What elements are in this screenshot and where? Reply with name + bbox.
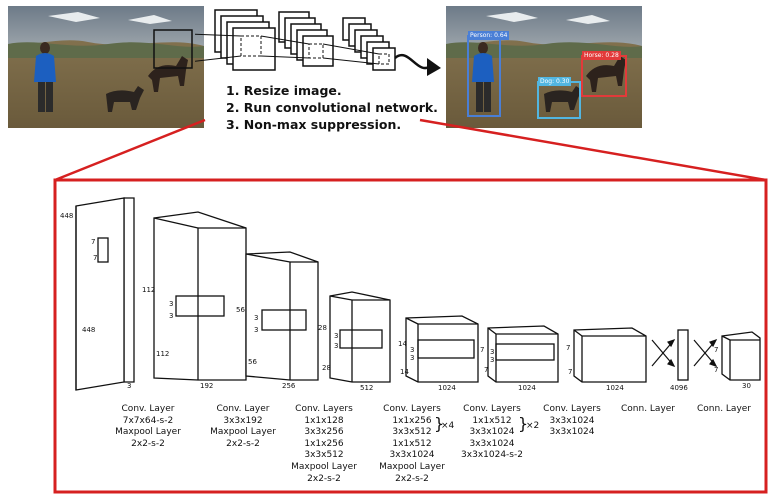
caption-fc-1: Conn. Layer [620,404,676,414]
l4-h: 14 [398,340,407,348]
l5-k2: 3 [490,356,495,364]
l4-w: 14 [400,368,409,376]
out-w: 7 [714,366,719,374]
kernel-w-label: 7 [93,254,98,262]
l5-h: 7 [480,346,485,354]
l6-h: 7 [566,344,571,352]
step-3: 3. Non-max suppression. [226,117,402,132]
l5-k1: 3 [490,348,495,356]
repeat-x2: ×2 [526,421,540,431]
l4-d: 1024 [438,384,456,392]
fc-size: 4096 [670,384,688,392]
input-height-label: 448 [60,212,74,220]
horse-tag: Horse: 0.28 [582,51,621,60]
l3-k1: 3 [334,332,339,340]
l2-w: 56 [248,358,257,366]
l3-k2: 3 [334,342,339,350]
l2-d: 256 [282,382,296,390]
cnn-stack-icon [195,9,441,76]
l2-k1: 3 [254,314,259,322]
l6-w: 7 [568,368,573,376]
out-h: 7 [714,346,719,354]
caption-fc-2: Conn. Layer [696,404,752,414]
l5-d: 1024 [518,384,536,392]
l1-k2: 3 [169,312,174,320]
person-tag: Person: 0.64 [468,31,510,40]
output-photo [446,6,642,128]
input-width-label: 448 [82,326,96,334]
l1-d: 192 [200,382,214,390]
l6-d: 1024 [606,384,624,392]
pipeline-steps: 1. Resize image. 2. Run convolutional ne… [226,82,438,133]
repeat-x4: ×4 [441,421,455,431]
repeat-brace-4: } [434,414,445,433]
input-depth-label: 3 [127,382,132,390]
step-2: 2. Run convolutional network. [226,100,438,115]
input-photo [8,6,204,128]
l1-k1: 3 [169,300,174,308]
l2-k2: 3 [254,326,259,334]
l3-h: 28 [318,324,327,332]
out-d: 30 [742,382,751,390]
l5-w: 7 [484,366,489,374]
l2-h: 56 [236,306,245,314]
l1-h: 112 [142,286,156,294]
l4-k1: 3 [410,346,415,354]
step-1: 1. Resize image. [226,83,342,98]
l1-w: 112 [156,350,170,358]
l4-k2: 3 [410,354,415,362]
repeat-brace-2: } [518,414,529,433]
l3-w: 28 [322,364,331,372]
l3-d: 512 [360,384,374,392]
kernel-h-label: 7 [91,238,96,246]
dog-tag: Dog: 0.30 [538,77,572,86]
